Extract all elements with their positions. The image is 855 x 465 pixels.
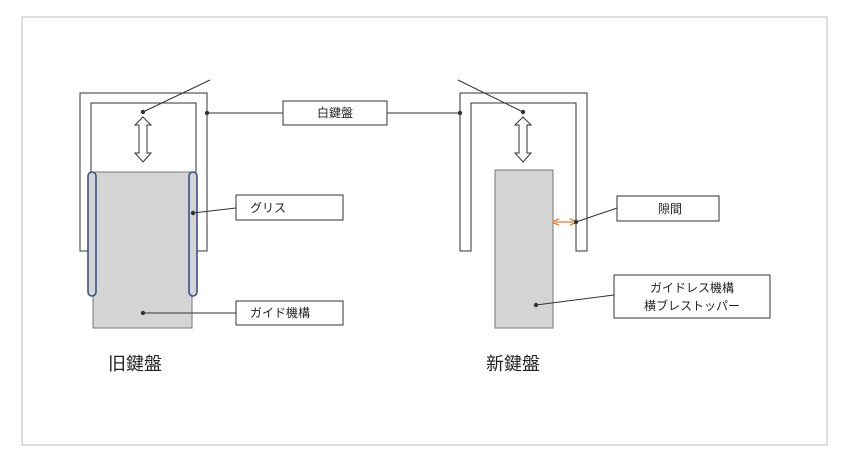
- old-key-motion-arrow: [133, 116, 153, 163]
- guideless-leader: [535, 294, 615, 306]
- new-key-pivot-line: [457, 79, 524, 113]
- gap-label: 隙間: [616, 195, 720, 222]
- grease-leader: [192, 207, 237, 214]
- gap-label-text: 隙間: [658, 202, 682, 216]
- old-guide-block: [92, 171, 193, 329]
- old-grease-rail-right: [188, 171, 198, 297]
- new-keyboard-caption: 新鍵盤: [486, 354, 540, 375]
- grease-label-text: グリス: [250, 201, 286, 215]
- old-white-key: [79, 92, 208, 252]
- white-key-label-text: 白鍵盤: [317, 105, 353, 120]
- gap-leader: [575, 207, 618, 223]
- guide-mechanism-label-text: ガイド機構: [250, 305, 310, 320]
- old-keyboard-caption: 旧鍵盤: [108, 354, 162, 375]
- guideless-label-line2: 横ブレストッパー: [644, 298, 740, 313]
- new-white-key: [459, 92, 588, 252]
- guide-mechanism-label: ガイド機構: [235, 300, 344, 326]
- grease-label: グリス: [235, 194, 344, 221]
- white-key-leader-right-dot: [457, 110, 463, 116]
- white-key-label: 白鍵盤: [282, 100, 388, 126]
- guideless-label: ガイドレス機構 横ブレストッパー: [613, 274, 771, 319]
- grease-leader-dot: [190, 210, 196, 216]
- new-key-motion-arrow: [513, 116, 533, 163]
- old-grease-rail-left: [87, 171, 97, 297]
- guideless-label-line1: ガイドレス機構: [650, 280, 734, 295]
- new-guideless-block: [494, 169, 554, 329]
- guide-leader-dot: [140, 310, 146, 316]
- gap-leader-dot: [573, 219, 579, 225]
- white-key-leader-left-dot: [204, 110, 210, 116]
- old-key-pivot-dot: [140, 109, 146, 115]
- old-key-pivot-line: [142, 79, 211, 113]
- new-key-pivot-dot: [520, 109, 526, 115]
- guideless-leader-dot: [533, 302, 539, 308]
